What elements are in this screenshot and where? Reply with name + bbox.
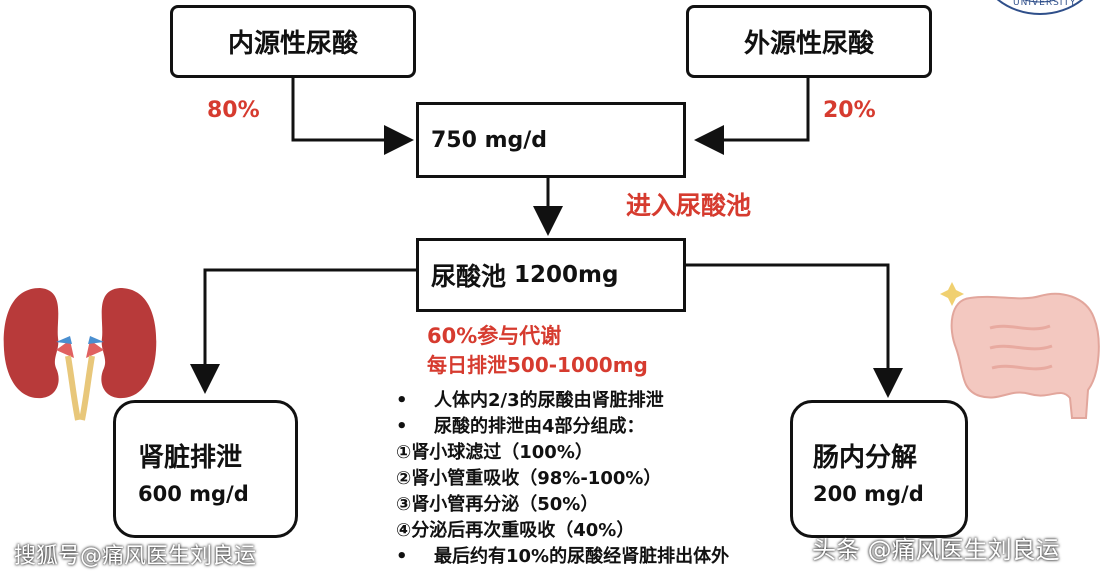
arrow-to-gut <box>686 263 903 398</box>
kidney-amount: 600 mg/d <box>138 482 249 506</box>
watermark-left: 搜狐号@痛风医生刘良运 <box>14 544 257 569</box>
watermark-right: 头条 @痛风医生刘良运 <box>812 536 1060 564</box>
gut-amount: 200 mg/d <box>813 482 924 506</box>
note-item: ③肾小管再分泌（50%） <box>396 494 599 515</box>
logo-text: UNIVERSITY <box>1013 0 1077 8</box>
kidney-image <box>3 288 157 421</box>
note-item: ①肾小球滤过（100%） <box>396 442 593 463</box>
daily-excretion-label: 每日排泄500-1000mg <box>427 353 648 377</box>
kidney-excretion-box: 肾脏排泄 600 mg/d <box>113 400 298 538</box>
arrow-to-kidney <box>190 268 416 394</box>
note-item: •最后约有10%的尿酸经肾脏排出体外 <box>396 546 730 567</box>
kidney-title: 肾脏排泄 <box>138 443 243 473</box>
pool-amount: 1200mg <box>514 262 619 288</box>
note-item: ④分泌后再次重吸收（40%） <box>396 520 635 541</box>
exogenous-uric-acid-box: 外源性尿酸 <box>686 5 932 78</box>
exogenous-percent: 20% <box>823 98 876 123</box>
note-item: ②肾小管重吸收（98%-100%） <box>396 468 662 489</box>
note-item: •尿酸的排泄由4部分组成： <box>396 416 645 437</box>
endogenous-percent: 80% <box>207 98 260 123</box>
metabolism-label: 60%参与代谢 <box>427 324 562 348</box>
endogenous-uric-acid-box: 内源性尿酸 <box>170 5 416 78</box>
intestine-image <box>940 282 1100 419</box>
university-logo: UNIVERSITY <box>975 0 1105 16</box>
note-item: •人体内2/3的尿酸由肾脏排泄 <box>396 390 664 411</box>
uric-acid-pool-box: 尿酸池 1200mg <box>416 238 686 312</box>
pool-title: 尿酸池 <box>431 262 507 291</box>
daily-production-box: 750 mg/d <box>416 102 686 178</box>
excretion-notes: •人体内2/3的尿酸由肾脏排泄 •尿酸的排泄由4部分组成： ①肾小球滤过（100… <box>396 388 729 570</box>
gut-decomposition-box: 肠内分解 200 mg/d <box>790 400 968 538</box>
arrow-exogenous <box>694 78 810 155</box>
daily-production-value: 750 mg/d <box>431 127 548 153</box>
enter-pool-label: 进入尿酸池 <box>626 191 752 220</box>
endogenous-label: 内源性尿酸 <box>227 29 358 59</box>
exogenous-label: 外源性尿酸 <box>743 29 874 59</box>
arrow-endogenous <box>291 78 414 155</box>
gut-title: 肠内分解 <box>813 443 918 473</box>
